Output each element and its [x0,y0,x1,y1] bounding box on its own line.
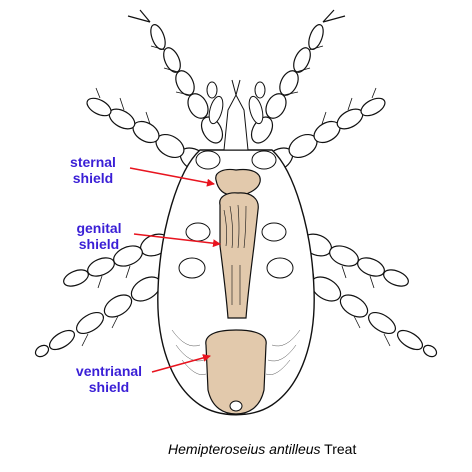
label-genital-line1: genital [76,220,122,236]
label-sternal-line1: sternal [70,154,116,170]
arrow-ventrianal [151,354,211,373]
label-ventrianal-shield: ventrianal shield [66,363,152,395]
arrow-genital [133,233,221,248]
arrow-sternal [129,167,215,187]
coxae [178,150,294,279]
label-ventrianal-line1: ventrianal [75,363,143,379]
genital-shield [219,192,259,319]
label-sternal-line2: shield [72,170,114,186]
label-genital-shield: genital shield [64,220,134,252]
caption-species: Hemipteroseius antilleus [168,441,321,457]
anal-opening [229,400,243,412]
ventrianal-shield [205,329,267,415]
pointer-arrows [129,167,221,373]
label-genital-line2: shield [78,236,120,252]
caption-author: Treat [324,441,357,457]
setae [81,45,391,347]
label-ventrianal-line2: shield [88,379,130,395]
cuticle-striations [171,329,301,375]
label-sternal-shield: sternal shield [58,154,128,186]
leg-1-right [250,9,346,144]
figure-caption: Hemipteroseius antilleus Treat [168,441,356,457]
genital-shield-lines [223,204,247,305]
gnathosoma [206,79,266,151]
